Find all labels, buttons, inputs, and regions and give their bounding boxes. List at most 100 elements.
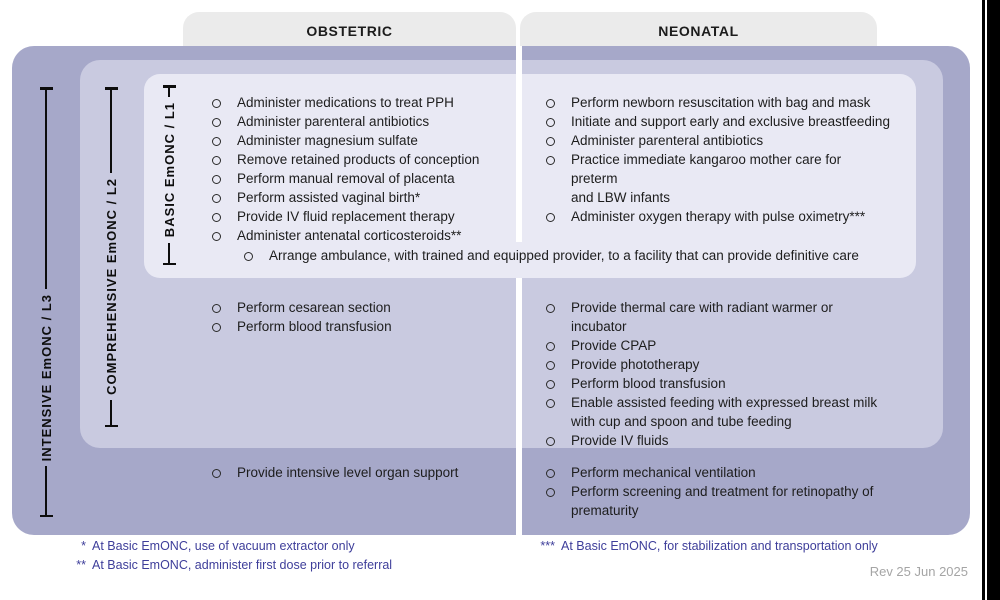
service-item-text: Administer antenatal corticosteroids**	[237, 228, 462, 243]
circle-bullet-icon	[212, 174, 221, 184]
basic-level-box	[144, 74, 916, 278]
circle-bullet-icon	[546, 117, 555, 127]
circle-bullet-icon	[546, 341, 555, 351]
bracket-top-cap	[104, 87, 118, 90]
circle-bullet-icon	[546, 98, 555, 108]
bracket-line	[44, 89, 48, 289]
service-item: Administer antenatal corticosteroids**	[212, 226, 512, 245]
service-item-text: Perform newborn resuscitation with bag a…	[571, 95, 871, 110]
service-item-text: Provide CPAP	[571, 338, 657, 353]
service-item-text: Provide intensive level organ support	[237, 465, 459, 480]
service-item: Administer oxygen therapy with pulse oxi…	[546, 207, 891, 226]
circle-bullet-icon	[546, 379, 555, 389]
service-item-text: Administer magnesium sulfate	[237, 133, 418, 148]
service-item-text: Practice immediate kangaroo mother care …	[571, 152, 842, 205]
bracket-top-cap	[39, 87, 53, 90]
service-item-text: Perform manual removal of placenta	[237, 171, 455, 186]
service-item-text: Perform assisted vaginal birth*	[237, 190, 421, 205]
service-item: Enable assisted feeding with expressed b…	[546, 393, 891, 431]
footnote: * At Basic EmONC, use of vacuum extracto…	[58, 537, 392, 556]
bracket-bottom-cap	[104, 424, 118, 427]
service-item: Provide intensive level organ support	[212, 463, 532, 482]
circle-bullet-icon	[546, 155, 555, 165]
footnote-text: At Basic EmONC, administer first dose pr…	[92, 557, 393, 572]
basic-neonatal-list: Perform newborn resuscitation with bag a…	[546, 93, 891, 226]
service-item-text: Provide IV fluid replacement therapy	[237, 209, 455, 224]
basic-obstetric-list: Administer medications to treat PPH Admi…	[212, 93, 512, 245]
service-item-text: Perform cesarean section	[237, 300, 391, 315]
comprehensive-level-label: COMPREHENSIVE EmONC / L2	[103, 178, 119, 395]
service-item-text: Provide IV fluids	[571, 433, 669, 448]
service-item: Administer medications to treat PPH	[212, 93, 512, 112]
circle-bullet-icon	[212, 136, 221, 146]
circle-bullet-icon	[546, 360, 555, 370]
service-item-text: Provide thermal care with radiant warmer…	[571, 300, 833, 334]
service-item-text: Provide phototherapy	[571, 357, 700, 372]
service-item: Perform screening and treatment for reti…	[546, 482, 891, 520]
service-item-text: Administer parenteral antibiotics	[571, 133, 764, 148]
basic-level-label: BASIC EmONC / L1	[161, 102, 177, 238]
service-item-text: Enable assisted feeding with expressed b…	[571, 395, 878, 429]
level-bracket-basic: BASIC EmONC / L1	[161, 85, 177, 265]
circle-bullet-icon	[546, 436, 555, 446]
circle-bullet-icon	[546, 487, 555, 497]
service-item: Remove retained products of conception	[212, 150, 512, 169]
service-item: Perform newborn resuscitation with bag a…	[546, 93, 891, 112]
referral-item: Arrange ambulance, with trained and equi…	[244, 246, 924, 265]
service-item: Perform manual removal of placenta	[212, 169, 512, 188]
circle-bullet-icon	[212, 193, 221, 203]
service-item: Practice immediate kangaroo mother care …	[546, 150, 891, 207]
referral-item-text: Arrange ambulance, with trained and equi…	[269, 248, 859, 263]
service-item: Provide IV fluids	[546, 431, 891, 450]
revision-date: Rev 25 Jun 2025	[869, 564, 968, 579]
footnote-text: At Basic EmONC, for stabilization and tr…	[561, 539, 878, 553]
circle-bullet-icon	[212, 468, 221, 478]
service-item: Administer parenteral antibiotics	[546, 131, 891, 150]
obstetric-header-label: OBSTETRIC	[306, 23, 393, 39]
level-bracket-intensive: INTENSIVE EmONC / L3	[38, 87, 54, 517]
circle-bullet-icon	[546, 468, 555, 478]
circle-bullet-icon	[546, 136, 555, 146]
circle-bullet-icon	[212, 98, 221, 108]
circle-bullet-icon	[212, 231, 221, 241]
service-item: Perform blood transfusion	[546, 374, 891, 393]
footnote-marker: **	[76, 557, 86, 572]
service-item-text: Perform blood transfusion	[571, 376, 726, 391]
circle-bullet-icon	[546, 212, 555, 222]
bracket-line	[167, 87, 171, 98]
service-item-text: Administer parenteral antibiotics	[237, 114, 430, 129]
service-item: Perform assisted vaginal birth*	[212, 188, 512, 207]
service-item-text: Perform mechanical ventilation	[571, 465, 756, 480]
footnote-marker: ***	[540, 539, 555, 553]
bracket-line	[109, 399, 113, 425]
footnote: *** At Basic EmONC, for stabilization an…	[527, 537, 878, 556]
neonatal-header-label: NEONATAL	[658, 23, 739, 39]
service-item: Provide thermal care with radiant warmer…	[546, 298, 891, 336]
bracket-line	[109, 89, 113, 174]
circle-bullet-icon	[212, 212, 221, 222]
intensive-obstetric-list: Provide intensive level organ support	[212, 463, 532, 482]
bracket-line	[44, 465, 48, 515]
service-item-text: Initiate and support early and exclusive…	[571, 114, 890, 129]
footnote-text: At Basic EmONC, use of vacuum extractor …	[92, 539, 355, 553]
circle-bullet-icon	[546, 398, 555, 408]
service-item-text: Perform blood transfusion	[237, 319, 392, 334]
bracket-bottom-cap	[162, 262, 176, 265]
service-item: Perform blood transfusion	[212, 317, 512, 336]
comprehensive-obstetric-list: Perform cesarean section Perform blood t…	[212, 298, 512, 336]
bracket-line	[167, 242, 171, 263]
service-item: Perform mechanical ventilation	[546, 463, 891, 482]
circle-bullet-icon	[546, 303, 555, 313]
service-item: Provide phototherapy	[546, 355, 891, 374]
service-item: Administer magnesium sulfate	[212, 131, 512, 150]
service-item-text: Remove retained products of conception	[237, 152, 480, 167]
service-item: Initiate and support early and exclusive…	[546, 112, 891, 131]
service-item: Administer parenteral antibiotics	[212, 112, 512, 131]
footnotes-neonatal: *** At Basic EmONC, for stabilization an…	[527, 537, 878, 556]
footnote: ** At Basic EmONC, administer first dose…	[58, 556, 392, 575]
service-item: Provide IV fluid replacement therapy	[212, 207, 512, 226]
circle-bullet-icon	[212, 303, 221, 313]
bracket-top-cap	[162, 85, 176, 88]
right-edge-line	[982, 0, 985, 600]
